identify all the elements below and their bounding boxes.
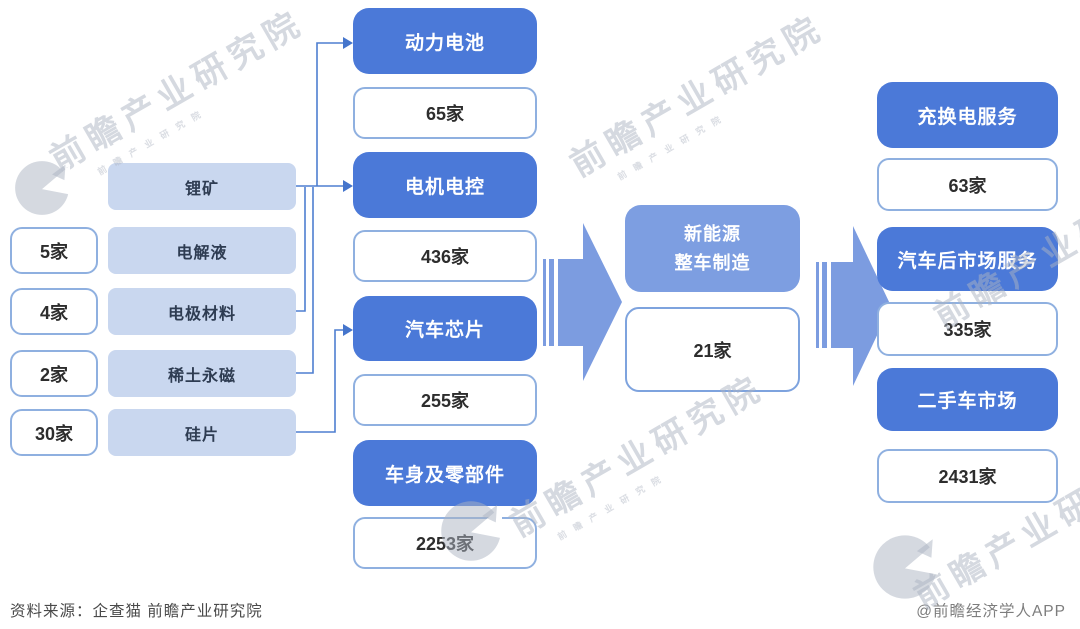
oem-box: 新能源 整车制造 [625, 205, 800, 292]
upstream-count-dianji: 4家 [10, 288, 98, 335]
arrowhead-dongli [343, 37, 353, 49]
downstream-item-ershouche: 二手车市场 [877, 368, 1058, 431]
midstream-count-chenshen: 2253家 [353, 517, 537, 569]
midstream-count-dianjidiankong: 436家 [353, 230, 537, 282]
midstream-item-qichexinpian: 汽车芯片 [353, 296, 537, 361]
line-guipian-to-chip [296, 329, 343, 433]
right-arrow-stripe-2 [822, 262, 827, 348]
right-arrow-stripe-1 [816, 262, 819, 348]
line-dianji-material [296, 187, 306, 312]
midstream-item-donglidianchi: 动力电池 [353, 8, 537, 74]
arrowhead-dianji [343, 180, 353, 192]
midstream-item-chenshen: 车身及零部件 [353, 440, 537, 506]
credit-note: @前瞻经济学人APP [916, 603, 1066, 620]
upstream-count-guipian: 30家 [10, 409, 98, 456]
right-block-arrow [831, 226, 891, 386]
left-arrow-stripe-1 [543, 259, 546, 346]
upstream-item-dianjieye: 电解液 [108, 227, 296, 274]
left-block-arrow [558, 223, 622, 381]
downstream-item-chonghuandian: 充换电服务 [877, 82, 1058, 148]
midstream-item-dianjidiankong: 电机电控 [353, 152, 537, 218]
upstream-item-xituyongci: 稀土永磁 [108, 350, 296, 397]
arrowhead-chip [343, 324, 353, 336]
upstream-count-xitu: 2家 [10, 350, 98, 397]
midstream-count-qichexinpian: 255家 [353, 374, 537, 426]
oem-count: 21家 [625, 307, 800, 392]
upstream-item-dianjicailiao: 电极材料 [108, 288, 296, 335]
downstream-item-houshichang: 汽车后市场服务 [877, 227, 1058, 291]
connector-layer [296, 37, 891, 433]
left-arrow-stripe-2 [549, 259, 554, 346]
line-branch-to-dongli [316, 42, 343, 186]
oem-label-line2: 整车制造 [674, 252, 751, 273]
source-note: 资料来源：企查猫 前瞻产业研究院 [10, 603, 263, 620]
upstream-count-dianjieye: 5家 [10, 227, 98, 274]
upstream-item-likuang: 锂矿 [108, 163, 296, 210]
downstream-count-houshichang: 335家 [877, 302, 1058, 356]
midstream-count-donglidianchi: 65家 [353, 87, 537, 139]
downstream-count-ershouche: 2431家 [877, 449, 1058, 503]
line-xitu [296, 187, 314, 374]
oem-label-line1: 新能源 [684, 223, 741, 244]
downstream-count-chonghuandian: 63家 [877, 158, 1058, 211]
upstream-item-guipian: 硅片 [108, 409, 296, 456]
